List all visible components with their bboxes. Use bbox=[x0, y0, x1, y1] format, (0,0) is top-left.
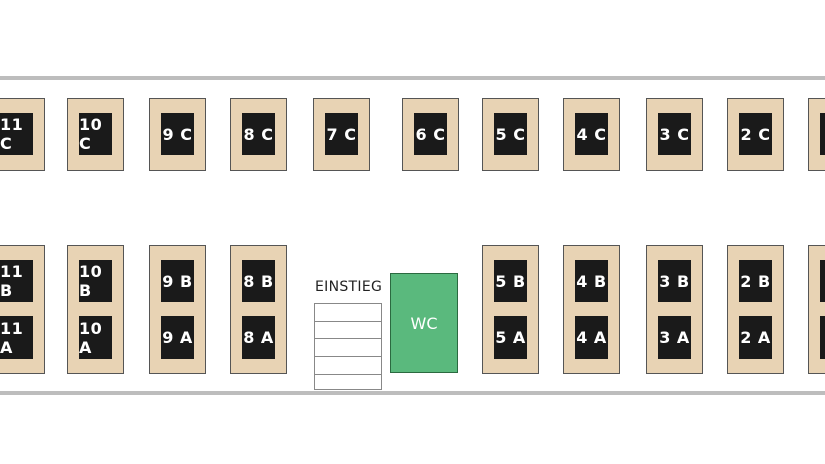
seat-number: 9 C bbox=[161, 113, 194, 155]
seat-number: 4 B bbox=[575, 260, 608, 302]
seat-number: 4 C bbox=[575, 113, 608, 155]
seat-5c[interactable]: 5 C bbox=[482, 98, 539, 171]
seat-10c[interactable]: 10 C bbox=[67, 98, 124, 171]
seat-frame bbox=[67, 98, 124, 171]
seat-number: 8 B bbox=[242, 260, 275, 302]
seat-pair-partial[interactable] bbox=[808, 245, 825, 374]
seat-number: 3 A bbox=[658, 316, 691, 359]
seat-4c[interactable]: 4 C bbox=[563, 98, 620, 171]
seat-number: 11 C bbox=[0, 113, 33, 155]
car-wall-top bbox=[0, 76, 825, 80]
seat-number: 2 A bbox=[739, 316, 772, 359]
seat-3c[interactable]: 3 C bbox=[646, 98, 703, 171]
seat-number: 9 B bbox=[161, 260, 194, 302]
seat-number: 5 C bbox=[494, 113, 527, 155]
entrance-steps-icon bbox=[314, 303, 382, 390]
seat-number bbox=[820, 316, 825, 359]
seat-number: 10 B bbox=[79, 260, 112, 302]
seat-number: 7 C bbox=[325, 113, 358, 155]
seat-number: 11 B bbox=[0, 260, 33, 302]
seat-number: 2 B bbox=[739, 260, 772, 302]
seat-number: 3 C bbox=[658, 113, 691, 155]
seat-partial[interactable] bbox=[808, 98, 825, 171]
seat-7c[interactable]: 7 C bbox=[313, 98, 370, 171]
seat-number: 10 C bbox=[79, 113, 112, 155]
car-wall-bottom bbox=[0, 391, 825, 395]
seat-number: 9 A bbox=[161, 316, 194, 359]
seat-number: 8 C bbox=[242, 113, 275, 155]
seat-number bbox=[820, 260, 825, 302]
seat-number: 2 C bbox=[739, 113, 772, 155]
seat-11c[interactable]: 11 C bbox=[0, 98, 45, 171]
seat-number: 6 C bbox=[414, 113, 447, 155]
seat-number: 5 A bbox=[494, 316, 527, 359]
seat-number: 10 A bbox=[79, 316, 112, 359]
entrance-label: EINSTIEG bbox=[315, 279, 383, 295]
seat-number: 11 A bbox=[0, 316, 33, 359]
seat-9c[interactable]: 9 C bbox=[149, 98, 206, 171]
seat-6c[interactable]: 6 C bbox=[402, 98, 459, 171]
seat-number bbox=[820, 113, 825, 155]
seat-2c[interactable]: 2 C bbox=[727, 98, 784, 171]
wc-room: WC bbox=[390, 273, 458, 373]
seat-pair-11b[interactable]: 11 B 11 A bbox=[0, 245, 45, 374]
seat-number: 5 B bbox=[494, 260, 527, 302]
seat-number: 3 B bbox=[658, 260, 691, 302]
seat-8c[interactable]: 8 C bbox=[230, 98, 287, 171]
seat-number: 8 A bbox=[242, 316, 275, 359]
seat-number: 4 A bbox=[575, 316, 608, 359]
seat-pair-10b[interactable]: 10 B 10 A bbox=[67, 245, 124, 374]
